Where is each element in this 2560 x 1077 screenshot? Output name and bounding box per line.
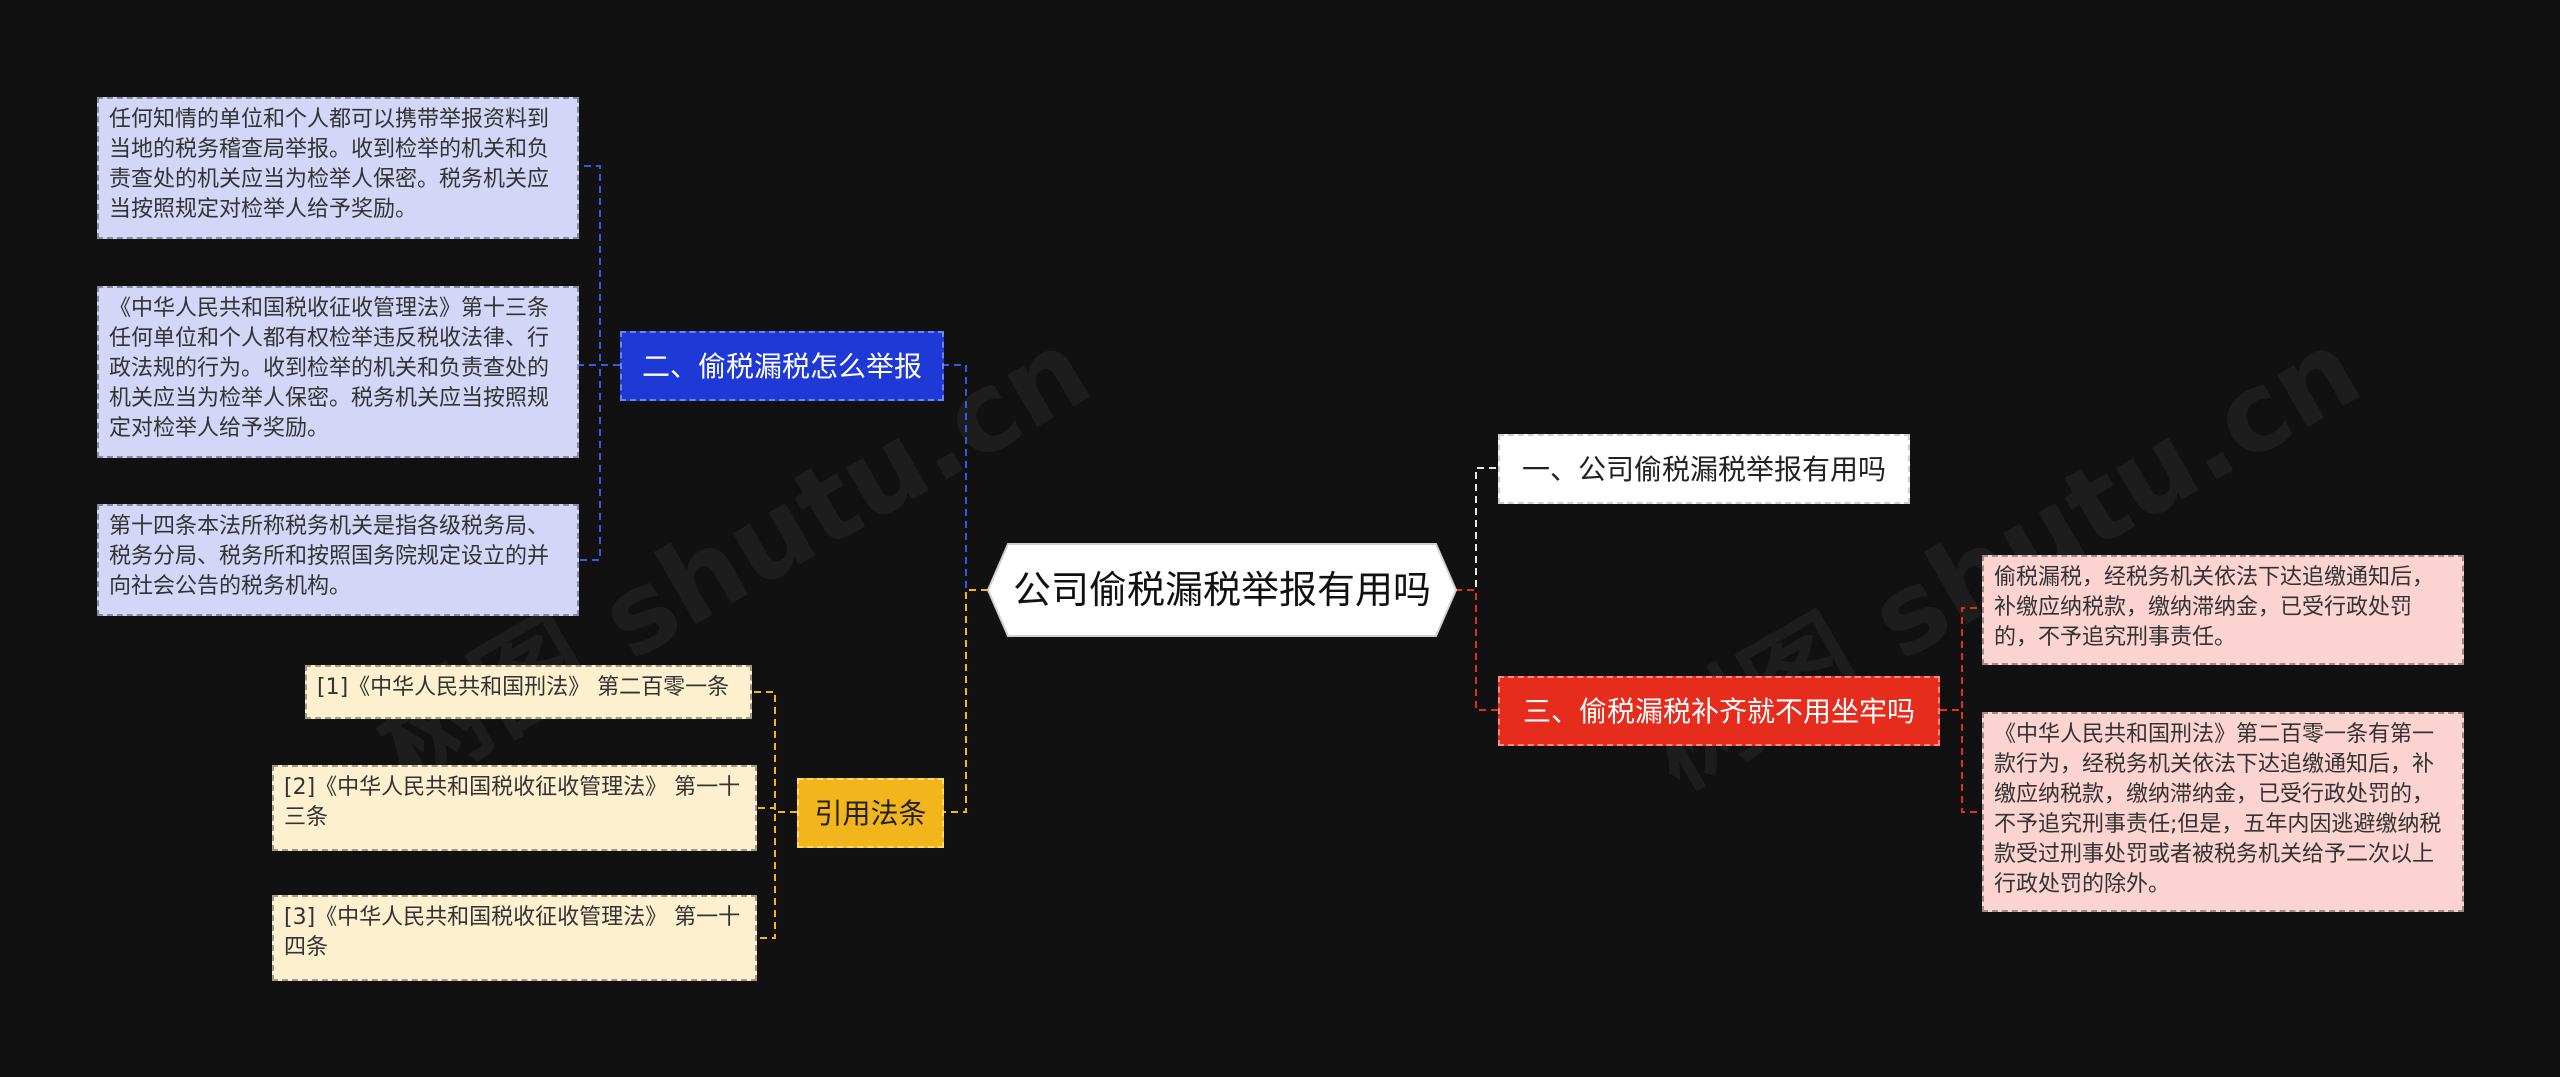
leaf-text: 第十四条本法所称税务机关是指各级税务局、税务分局、税务所和按照国务院规定设立的并… [109, 514, 550, 599]
connector-three-leaf2 [1940, 709, 1982, 813]
connector-root-two [944, 364, 988, 591]
connector-cite-leaf2 [757, 807, 797, 813]
leaf-citation-3[interactable]: [3]《中华人民共和国税收征收管理法》 第一十四条 [272, 895, 757, 981]
branch-label: 引用法条 [814, 797, 927, 830]
leaf-article-14[interactable]: 第十四条本法所称税务机关是指各级税务局、税务分局、税务所和按照国务院规定设立的并… [97, 504, 579, 616]
connector-two-leaf1 [579, 165, 620, 366]
connector-root-cite [944, 589, 988, 813]
leaf-criminal-law-201[interactable]: 《中华人民共和国刑法》第二百零一条有第一款行为，经税务机关依法下达追缴通知后，补… [1982, 712, 2464, 912]
leaf-citation-1[interactable]: [1]《中华人民共和国刑法》 第二百零一条 [305, 665, 752, 719]
leaf-text: [2]《中华人民共和国税收征收管理法》 第一十三条 [284, 775, 741, 830]
branch-is-reporting-useful[interactable]: 一、公司偷税漏税举报有用吗 [1498, 434, 1910, 504]
branch-label: 三、偷税漏税补齐就不用坐牢吗 [1522, 695, 1915, 728]
leaf-no-criminal-liability[interactable]: 偷税漏税，经税务机关依法下达追缴通知后，补缴应纳税款，缴纳滞纳金，已受行政处罚的… [1982, 555, 2464, 665]
branch-cited-law[interactable]: 引用法条 [797, 778, 944, 848]
connector-cite-leaf1 [752, 691, 797, 813]
connector-cite-leaf3 [757, 811, 797, 939]
connector-two-leaf3 [579, 364, 620, 561]
leaf-text: 《中华人民共和国刑法》第二百零一条有第一款行为，经税务机关依法下达追缴通知后，补… [1994, 722, 2442, 897]
branch-label: 二、偷税漏税怎么举报 [641, 350, 922, 383]
branch-how-to-report[interactable]: 二、偷税漏税怎么举报 [620, 331, 944, 401]
root-label: 公司偷税漏税举报有用吗 [1012, 568, 1431, 612]
connector-root-one [1455, 467, 1498, 591]
leaf-article-13[interactable]: 《中华人民共和国税收征收管理法》第十三条任何单位和个人都有权检举违反税收法律、行… [97, 286, 579, 458]
leaf-text: 偷税漏税，经税务机关依法下达追缴通知后，补缴应纳税款，缴纳滞纳金，已受行政处罚的… [1994, 565, 2435, 650]
branch-label: 一、公司偷税漏税举报有用吗 [1521, 453, 1886, 486]
root-node[interactable]: 公司偷税漏税举报有用吗 [986, 542, 1458, 638]
leaf-text: [1]《中华人民共和国刑法》 第二百零一条 [317, 675, 730, 700]
branch-pay-back-avoid-jail[interactable]: 三、偷税漏税补齐就不用坐牢吗 [1498, 676, 1940, 746]
connector-three-leaf1 [1940, 607, 1982, 711]
leaf-report-method[interactable]: 任何知情的单位和个人都可以携带举报资料到当地的税务稽查局举报。收到检举的机关和负… [97, 97, 579, 239]
leaf-text: [3]《中华人民共和国税收征收管理法》 第一十四条 [284, 905, 741, 960]
leaf-text: 《中华人民共和国税收征收管理法》第十三条任何单位和个人都有权检举违反税收法律、行… [109, 296, 550, 441]
leaf-text: 任何知情的单位和个人都可以携带举报资料到当地的税务稽查局举报。收到检举的机关和负… [109, 107, 550, 222]
leaf-citation-2[interactable]: [2]《中华人民共和国税收征收管理法》 第一十三条 [272, 765, 757, 851]
root-shape [986, 543, 1458, 637]
connector-root-three [1455, 589, 1498, 711]
